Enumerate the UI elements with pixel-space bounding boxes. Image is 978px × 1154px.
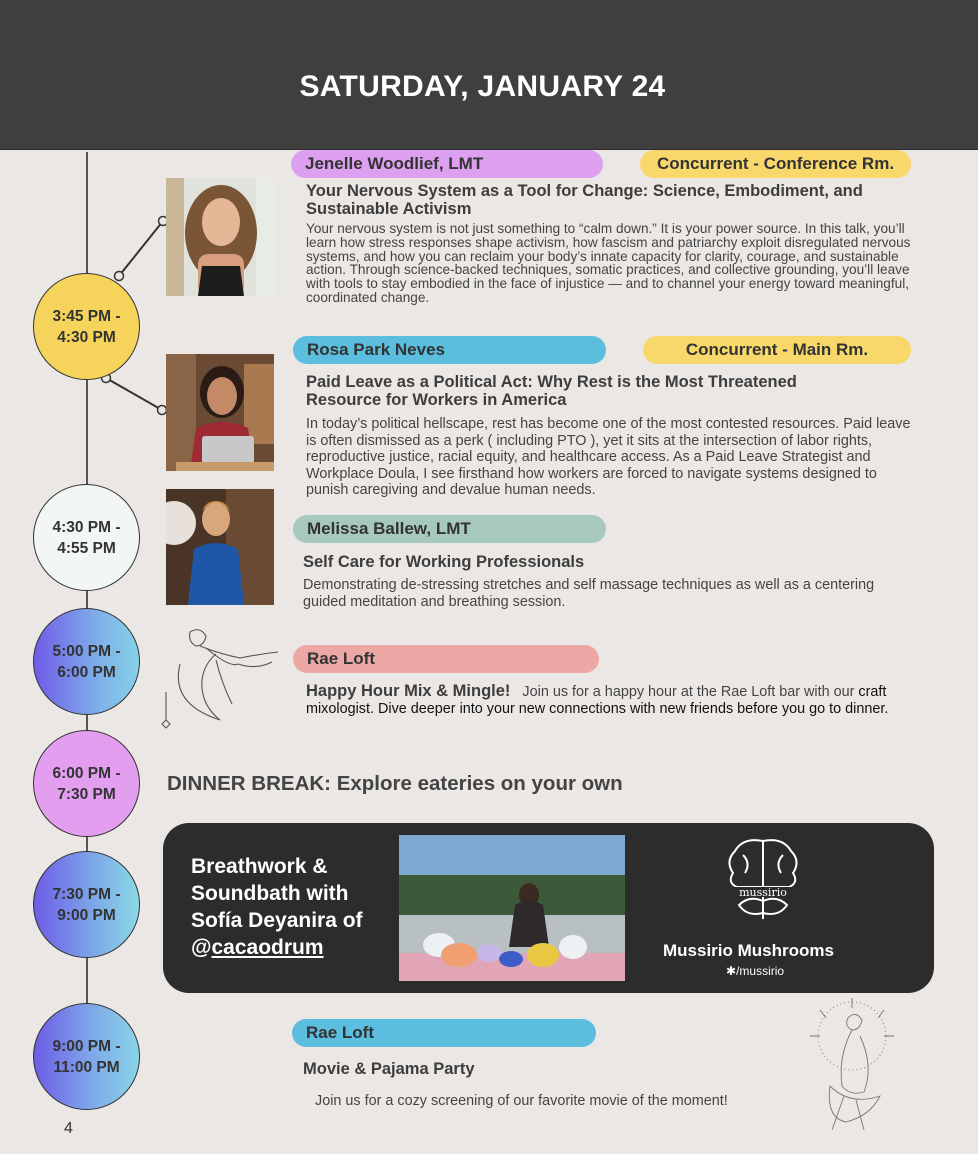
speaker-pill-raeloft: Rae Loft (293, 645, 599, 673)
session-title: Happy Hour Mix & Mingle! (306, 682, 511, 700)
instagram-icon: ✱ (726, 964, 737, 978)
dinner-break-title: DINNER BREAK: Explore eateries on your o… (167, 772, 623, 795)
speaker-pill-rosa: Rosa Park Neves (293, 336, 606, 364)
speaker-pill-jenelle: Jenelle Woodlief, LMT (291, 150, 603, 178)
speaker-photo-jenelle (166, 178, 276, 296)
breathwork-title: Breathwork & Soundbath with Sofía Deyani… (191, 855, 363, 959)
time-slot-5: 7:30 PM -9:00 PM (33, 851, 140, 958)
time-slot-4: 6:00 PM -7:30 PM (33, 730, 140, 837)
session-description: Your nervous system is not just somethin… (306, 221, 911, 305)
time-slot-1: 3:45 PM -4:30 PM (33, 273, 140, 380)
soundbath-photo (399, 835, 625, 981)
session-happy-hour: Happy Hour Mix & Mingle! Join us for a h… (306, 683, 906, 718)
sponsor-handle: ✱/mussirio (726, 964, 785, 978)
session-description-rest: craft mixologist. Dive deeper into your … (306, 684, 889, 717)
session-title: Your Nervous System as a Tool for Change… (306, 182, 863, 218)
page-number: 4 (64, 1120, 73, 1137)
session-title: Paid Leave as a Political Act: Why Rest … (306, 373, 797, 409)
sun-goddess-illustration (810, 998, 894, 1131)
location-pill-main: Concurrent - Main Rm. (643, 336, 911, 364)
time-slot-6: 9:00 PM -11:00 PM (33, 1003, 140, 1110)
mussirio-logo-icon: mussirio (725, 839, 801, 919)
sponsor-name: Mussirio Mushrooms (663, 941, 834, 960)
session-description: Demonstrating de-stressing stretches and… (303, 577, 875, 610)
session-title: Movie & Pajama Party (303, 1060, 475, 1078)
mussirio-logo-text: mussirio (739, 886, 787, 899)
session-description: Join us for a cozy screening of our favo… (315, 1093, 728, 1109)
timeline-line (86, 152, 88, 1032)
speaker-photo-melissa (166, 489, 274, 605)
time-slot-2: 4:30 PM -4:55 PM (33, 484, 140, 591)
page-header: SATURDAY, JANUARY 24 (0, 0, 978, 150)
session-description-lead: Join us for a happy hour at the Rae Loft… (522, 684, 855, 700)
session-description: In today’s political hellscape, rest has… (306, 416, 911, 499)
speaker-pill-raeloft-2: Rae Loft (292, 1019, 596, 1047)
moon-lady-illustration (161, 629, 279, 729)
session-title: Self Care for Working Professionals (303, 553, 585, 571)
speaker-pill-melissa: Melissa Ballew, LMT (293, 515, 606, 543)
speaker-photo-rosa (166, 354, 274, 471)
breathwork-banner: Breathwork & Soundbath with Sofía Deyani… (163, 823, 934, 993)
cacaodrum-link[interactable]: cacaodrum (211, 936, 324, 959)
page-title: SATURDAY, JANUARY 24 (299, 70, 666, 103)
time-slot-3: 5:00 PM -6:00 PM (33, 608, 140, 715)
location-pill-conference: Concurrent - Conference Rm. (640, 150, 911, 178)
